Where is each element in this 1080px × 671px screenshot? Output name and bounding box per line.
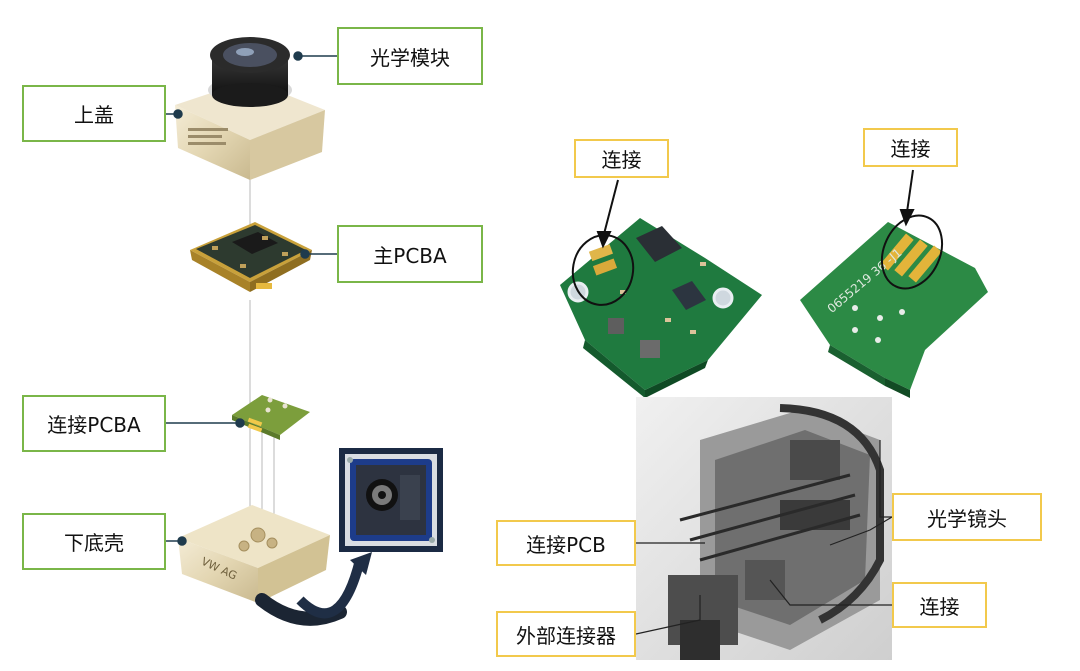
curved-arrow (296, 552, 372, 619)
optical-module-image (175, 37, 325, 180)
label-main-pcba: 主PCBA (337, 225, 483, 283)
label-top-cover: 上盖 (22, 85, 166, 142)
label-optical-module: 光学模块 (337, 27, 483, 85)
label-connect-xray: 连接 (892, 582, 987, 628)
connect-pcba-image (232, 395, 310, 440)
label-connect-pcb: 连接PCB (496, 520, 636, 566)
label-bottom-shell: 下底壳 (22, 513, 166, 570)
label-connect-pcba: 连接PCBA (22, 395, 166, 452)
xray-cross-section-image (636, 397, 892, 660)
callout-lines (166, 51, 337, 546)
label-external-connector: 外部连接器 (496, 611, 636, 657)
bottom-shell-image: VW AG (178, 505, 347, 626)
label-connect-main-pcb: 连接 (574, 139, 669, 178)
label-connect-connect-pcb: 连接 (863, 128, 958, 167)
connect-pcb-photo: 0655219 36 -J1 (800, 222, 988, 398)
main-pcb-photo (560, 218, 762, 398)
label-optical-lens: 光学镜头 (892, 493, 1042, 541)
xray-callout-lines (635, 440, 893, 635)
connect-arrows (596, 169, 915, 249)
main-pcba-image (190, 222, 312, 292)
connector-inset-image (339, 448, 443, 552)
